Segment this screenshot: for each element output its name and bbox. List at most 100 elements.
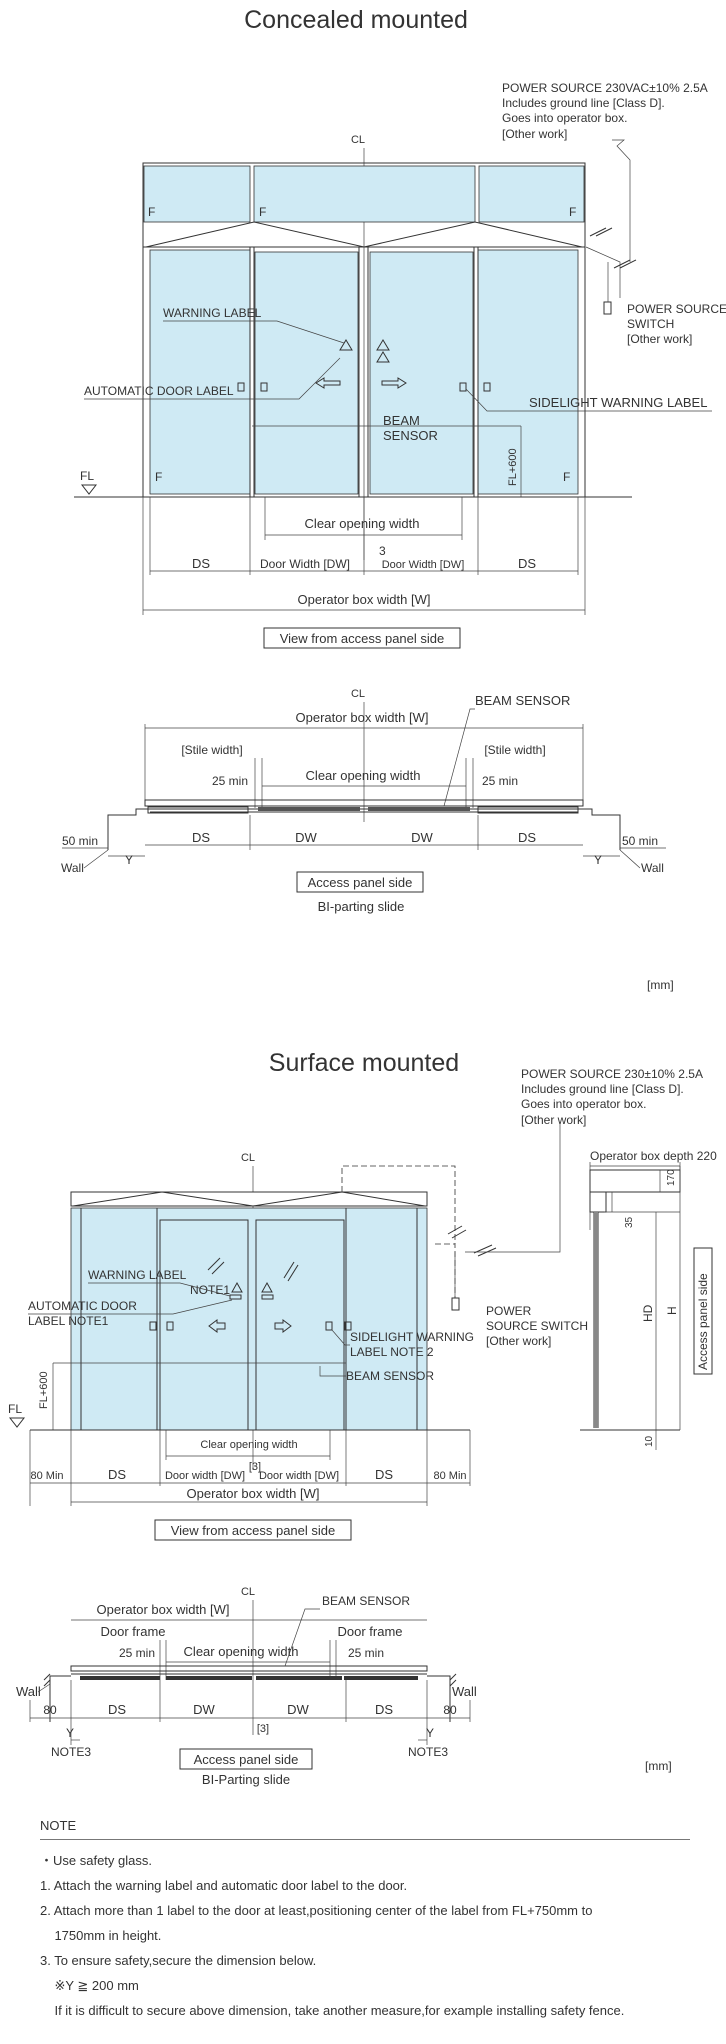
ds-label: DS <box>192 556 210 571</box>
surface-wall-right: Wall <box>452 1684 477 1699</box>
note-line: 1. Attach the warning label and automati… <box>40 1878 408 1893</box>
concealed-switch-line-2: SWITCH <box>627 317 674 331</box>
surface-plan: CL Operator box width [W] BEAM SENSOR Do… <box>16 1586 477 1787</box>
concealed-plan: CL Operator box width [W] BEAM SENSOR [S… <box>61 688 666 914</box>
concealed-title: Concealed mounted <box>244 6 468 34</box>
door-leaf-right-glass <box>369 251 474 495</box>
door-frame-right: Door frame <box>337 1624 402 1639</box>
fl600-label: FL+600 <box>507 448 519 486</box>
surface-power-line-2: Includes ground line [Class D]. <box>521 1082 684 1096</box>
label-square-icon <box>229 1294 242 1300</box>
fix-mark: F <box>569 205 576 219</box>
fl-label: FL <box>80 469 94 483</box>
beam-sensor-text: BEAM <box>383 413 420 428</box>
access-panel-side-text: Access panel side <box>696 1273 710 1370</box>
arrow-right-icon <box>381 377 407 389</box>
surface-plan-cl: CL <box>241 1586 255 1598</box>
dim-hd: HD <box>641 1304 655 1322</box>
note-line: ・Use safety glass. <box>40 1853 152 1868</box>
fix-mark: F <box>155 470 162 484</box>
gap-label: 3 <box>379 544 386 558</box>
concealed-power-source-note: POWER SOURCE 230VAC±10% 2.5A Includes gr… <box>502 81 708 141</box>
view-label-text: View from access panel side <box>280 631 445 646</box>
concealed-power-line-3: Goes into operator box. <box>502 111 627 125</box>
surface-switch-line-3: [Other work] <box>486 1334 551 1348</box>
surface-access-panel-box <box>179 1748 313 1770</box>
sidelight-warning-label-text: SIDELIGHT WARNING LABEL <box>529 395 707 410</box>
concealed-power-line-4: [Other work] <box>502 127 567 141</box>
notes-section: NOTE ・Use safety glass. 1. Attach the wa… <box>40 1818 690 2023</box>
surface-sidelight-plan-left <box>80 1676 160 1680</box>
plan-dw-right: DW <box>411 830 433 845</box>
note-line: 3. To ensure safety,secure the dimension… <box>40 1953 317 1968</box>
surface-ds-left: DS <box>108 1467 126 1482</box>
label-square-icon <box>459 382 467 392</box>
plan-beam-sensor-label: BEAM SENSOR <box>475 693 570 708</box>
surface-dimensions: Clear opening width [3] 80 Min DS Door w… <box>29 1430 471 1541</box>
surface-gap: [3] <box>249 1461 261 1473</box>
surface-power-line-4: [Other work] <box>521 1113 586 1127</box>
min25-right: 25 min <box>482 774 518 788</box>
surface-plan-ds-left: DS <box>108 1702 126 1717</box>
surface-plan-dw-right: DW <box>287 1702 309 1717</box>
view-label-box <box>263 627 461 649</box>
door-leaf-left-glass <box>254 251 359 495</box>
glass-mark-icon <box>283 1261 295 1279</box>
access-panel-side-box <box>693 1247 713 1375</box>
wall-hatch-icon <box>43 1673 51 1681</box>
dim-10: 10 <box>644 1435 655 1447</box>
surface-plan-note3-left: NOTE3 <box>51 1745 91 1759</box>
surface-min25-right: 25 min <box>348 1646 384 1660</box>
surface-min80-right: 80 Min <box>433 1470 466 1482</box>
arrow-right-icon <box>274 1319 292 1333</box>
label-square-icon <box>149 1321 157 1331</box>
surface-switch-line-1: POWER <box>486 1304 532 1318</box>
concealed-unit: [mm] <box>647 978 674 992</box>
surface-door-leaf-plan-right <box>256 1676 342 1680</box>
surface-cl-label: CL <box>241 1152 255 1164</box>
surface-min80-left: 80 Min <box>30 1470 63 1482</box>
surface-power-line-1: POWER SOURCE 230±10% 2.5A <box>521 1067 703 1081</box>
door-leaf-plan-left <box>258 807 360 811</box>
arrow-left-icon <box>315 377 341 389</box>
power-switch-icon <box>603 301 612 315</box>
plan-ds-left: DS <box>192 830 210 845</box>
conduit-hatch-icon <box>447 1225 463 1235</box>
dim-35: 35 <box>624 1216 635 1228</box>
y-right: Y <box>594 853 602 867</box>
fix-mark: F <box>259 205 266 219</box>
sidelight-right-glass <box>477 249 579 495</box>
clear-opening-label: Clear opening width <box>305 516 420 531</box>
surface-plan-y-left: Y <box>66 1726 74 1740</box>
access-panel-box <box>296 871 424 893</box>
surface-fl600: FL+600 <box>38 1371 50 1409</box>
warning-triangle-icon <box>376 351 390 363</box>
note-line: 1750mm in height. <box>40 1928 162 1943</box>
concealed-cl-label: CL <box>351 134 365 146</box>
label-square-icon <box>166 1321 174 1331</box>
automatic-door-label-text: AUTOMATIC DOOR LABEL <box>84 384 234 398</box>
sidelight-plan-left <box>147 806 249 814</box>
concealed-switch-line-3: [Other work] <box>627 332 692 346</box>
concealed-dimensions: Clear opening width DS Door Width [DW] D… <box>142 497 586 649</box>
operator-box-width-label: Operator box width [W] <box>298 592 431 607</box>
slide-type-text: BI-parting slide <box>318 899 405 914</box>
plan-operator-width-label: Operator box width [W] <box>296 710 429 725</box>
min50-left: 50 min <box>62 834 98 848</box>
note-line: ※Y ≧ 200 mm <box>40 1978 139 1993</box>
notes-heading: NOTE <box>40 1818 690 1840</box>
warning-triangle-icon <box>376 339 390 351</box>
surface-plan-note3-right: NOTE3 <box>408 1745 448 1759</box>
surface-plan-ds-right: DS <box>375 1702 393 1717</box>
surface-min25-left: 25 min <box>119 1646 155 1660</box>
beam-sensor-text: SENSOR <box>383 428 438 443</box>
surface-beam-sensor: BEAM SENSOR <box>346 1369 434 1383</box>
surface-warning-note: NOTE1 <box>190 1283 230 1297</box>
surface-warning-label: WARNING LABEL <box>88 1268 187 1282</box>
surface-side-section: Operator box depth 220 170 35 HD H 10 Ac… <box>580 1149 717 1450</box>
fix-mark: F <box>563 470 570 484</box>
concealed-door-elevation: F F F F F WARNING LABEL AUTOMATIC DOOR L… <box>84 139 726 498</box>
dim-170: 170 <box>666 1169 677 1186</box>
surface-sidelight-plan-right <box>344 1676 418 1680</box>
surface-ds-right: DS <box>375 1467 393 1482</box>
